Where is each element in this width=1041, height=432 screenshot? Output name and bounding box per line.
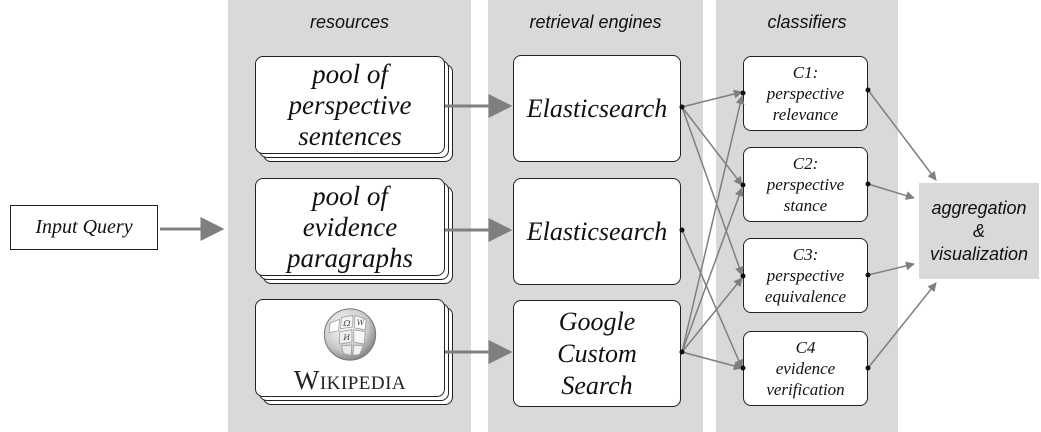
resource-wikipedia: Ω W И Wikipedia — [255, 299, 445, 397]
engine-label: Elasticsearch — [526, 93, 668, 123]
resources-title: resources — [309, 12, 390, 32]
classifier-line: equivalence — [764, 287, 847, 306]
wikipedia-wordmark-text: Wikipedia — [293, 365, 407, 395]
classifier-line: evidence — [775, 359, 836, 378]
aggregation-line: aggregation — [931, 197, 1027, 218]
classifier-line: perspective — [766, 175, 845, 194]
connection-dot — [865, 181, 871, 187]
arrow-engine-classifier — [681, 229, 743, 369]
arrow-engine-classifier — [681, 106, 743, 186]
connection-dot — [865, 365, 871, 371]
connection-dot — [865, 87, 871, 93]
retrieval-engines-title: retrieval engines — [529, 12, 662, 32]
arrow-engine-classifier — [681, 95, 745, 353]
arrow-classifier-aggregation — [867, 282, 937, 369]
resource-line: perspective — [288, 89, 412, 120]
classifier-line: verification — [766, 380, 845, 399]
resource-line: evidence — [302, 211, 398, 242]
svg-text:W: W — [357, 318, 366, 327]
classifier-line: C4 — [795, 338, 816, 357]
connection-dot — [679, 227, 685, 233]
aggregation-line: visualization — [929, 243, 1029, 264]
wikipedia-wordmark: Wikipedia — [294, 365, 406, 396]
connection-dot — [865, 272, 871, 278]
arrow-engine-classifier — [681, 89, 743, 108]
classifier-line: perspective — [766, 84, 845, 103]
arrow-engine-classifier — [681, 277, 743, 353]
classifier-line: stance — [783, 196, 828, 215]
svg-text:И: И — [342, 333, 350, 342]
connection-dot — [740, 182, 746, 188]
engine-label: Search — [561, 370, 633, 400]
classifier-c1: C1: perspective relevance — [743, 56, 868, 131]
engine-elasticsearch-sentences: Elasticsearch — [513, 55, 681, 162]
engine-label: Elasticsearch — [526, 216, 668, 246]
engine-google-custom-search: Google Custom Search — [513, 300, 681, 407]
arrow-engine-classifier — [681, 187, 744, 353]
classifier-line: C3: — [792, 245, 819, 264]
resource-line: paragraphs — [286, 242, 414, 273]
classifier-line: C1: — [792, 63, 819, 82]
engine-label: Custom — [557, 338, 637, 368]
engine-elasticsearch-paragraphs: Elasticsearch — [513, 178, 681, 285]
arrow-engine-classifier — [681, 106, 744, 276]
classifier-c2: C2: perspective stance — [743, 147, 868, 222]
input-query-label: Input Query — [35, 216, 133, 238]
connection-dot — [740, 273, 746, 279]
resource-line: pool of — [312, 180, 388, 211]
connection-dot — [740, 90, 746, 96]
classifier-line: perspective — [766, 266, 845, 285]
wikipedia-globe-icon: Ω W И — [323, 308, 377, 361]
connection-dot — [679, 349, 685, 355]
resource-evidence-paragraphs: pool of evidence paragraphs — [255, 178, 445, 276]
engine-label: Google — [558, 306, 636, 336]
connection-dot — [679, 104, 685, 110]
classifier-c3: C3: perspective equivalence — [743, 238, 868, 313]
resource-line: sentences — [298, 120, 402, 151]
arrow-classifier-aggregation — [867, 183, 915, 200]
arrow-classifier-aggregation — [867, 89, 937, 181]
classifier-c4: C4 evidence verification — [743, 331, 868, 406]
aggregation-visualization-box: aggregation & visualization — [919, 183, 1039, 279]
aggregation-line: & — [972, 220, 985, 241]
connection-dot — [740, 365, 746, 371]
resource-perspective-sentences: pool of perspective sentences — [255, 56, 445, 154]
arrow-classifier-aggregation — [867, 261, 915, 276]
classifier-line: relevance — [772, 105, 839, 124]
input-query-box: Input Query — [10, 205, 158, 250]
classifiers-title: classifiers — [767, 12, 847, 32]
arrow-engine-classifier — [681, 351, 743, 371]
classifier-line: C2: — [792, 154, 819, 173]
resource-line: pool of — [312, 58, 388, 89]
svg-text:Ω: Ω — [342, 319, 350, 329]
